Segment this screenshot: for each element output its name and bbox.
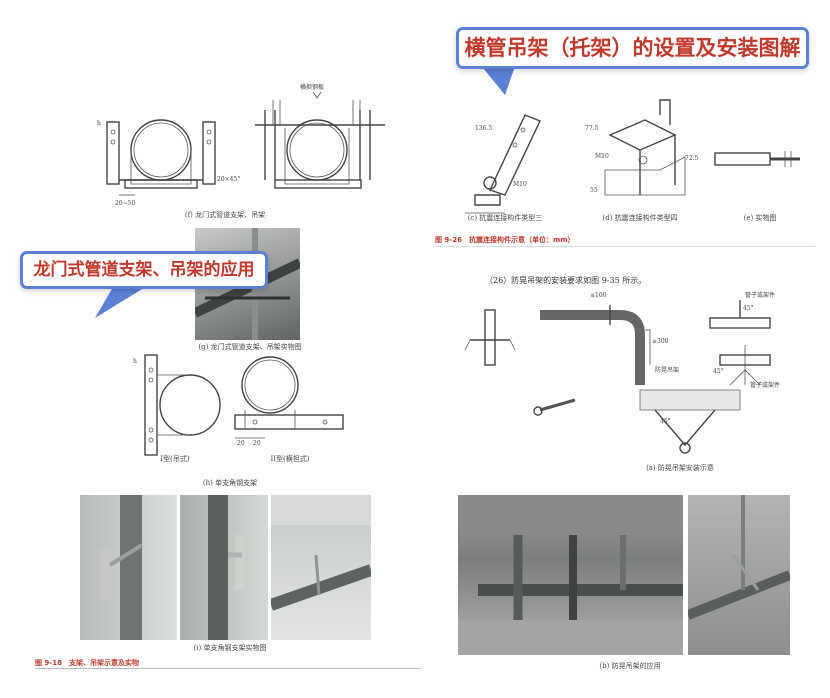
caption-a: (a) 防晃吊架安装示意 xyxy=(646,464,714,472)
sway-brace-diagrams: ≤100 ≥300 防晃吊架 管子或架件 45° 45° 45° 管子或架件 xyxy=(445,290,815,465)
single-bracket-diagram: h 20 20 I型(吊式) II型(横担式) xyxy=(95,350,375,470)
bracket-type2: II型(横担式) xyxy=(270,455,310,463)
bracket-label-h: h xyxy=(133,358,137,365)
cap-c: (c) 抗震连接构件类型三 xyxy=(467,214,543,222)
right-rule xyxy=(435,246,815,247)
sway-angle3: 45° xyxy=(660,418,671,425)
label-h: h xyxy=(97,120,101,127)
right-page: 136.5 M10 77.5 M10 72.5 55 (c) 抗震连接构件类型三… xyxy=(435,85,815,685)
sway-photo-2 xyxy=(688,495,790,655)
dim-c: 72.5 xyxy=(685,155,699,162)
bracket-type1: I型(吊式) xyxy=(160,455,190,463)
sway-photo-1 xyxy=(458,495,683,655)
sway-photo-1-drawing xyxy=(458,495,683,655)
photo-1-drawing xyxy=(100,495,144,640)
label-angle: 20×45° xyxy=(217,176,241,183)
bracket-dim2: 20 xyxy=(253,440,261,447)
cap-e: (e) 实物图 xyxy=(743,214,777,222)
left-figure-title: 图 9-18 支架、吊架示意及实物 xyxy=(35,659,139,667)
seismic-connector-diagrams: 136.5 M10 77.5 M10 72.5 55 (c) 抗震连接构件类型三… xyxy=(445,95,815,225)
bolt-a: M10 xyxy=(513,181,527,188)
gantry-support-diagram: 横担钢板 20×45° 20~50 h xyxy=(95,80,395,220)
left-rule xyxy=(35,668,420,669)
dim-b: 77.5 xyxy=(585,125,599,132)
sway-photo-2-drawing xyxy=(688,495,790,620)
sway-angle2: 45° xyxy=(713,368,724,375)
bracket-photo-2 xyxy=(180,495,268,640)
sway-label-bottom: 管子或架件 xyxy=(750,382,781,389)
left-page: 横担钢板 20×45° 20~50 h (f) 龙门式管道支架、吊架 (g) 龙… xyxy=(35,70,420,670)
caption-i: (i) 单支角钢支架实物图 xyxy=(193,644,267,652)
bracket-photo-3 xyxy=(271,495,371,640)
label-dim: 20~50 xyxy=(115,200,136,207)
caption-h: (h) 单支角钢支架 xyxy=(202,479,258,487)
cap-d: (d) 抗震连接构件类型四 xyxy=(602,214,678,222)
bracket-dim1: 20 xyxy=(237,440,245,447)
sway-dim2: ≥300 xyxy=(652,338,669,345)
dim-d: 55 xyxy=(590,187,598,194)
caption-g: (g) 龙门式管道支架、吊架实物图 xyxy=(198,343,302,351)
bracket-photo-1 xyxy=(80,495,177,640)
caption-b: (b) 防晃吊架的应用 xyxy=(599,662,661,670)
left-callout: 龙门式管道支架、吊架的应用 xyxy=(20,251,268,289)
photo-2-drawing xyxy=(208,495,245,640)
sway-dim: ≤100 xyxy=(590,292,607,299)
bolt-b: M10 xyxy=(595,153,609,160)
label-plate: 横担钢板 xyxy=(300,84,325,91)
dim-a: 136.5 xyxy=(475,125,493,132)
gantry-support-drawing xyxy=(106,91,385,196)
photo-3-drawing xyxy=(271,495,371,611)
sway-note: 防晃吊架 xyxy=(655,367,680,374)
sway-angle1: 45° xyxy=(743,305,754,312)
seismic-connector-drawing xyxy=(465,99,800,214)
sway-brace-drawing xyxy=(464,300,771,454)
sway-label-top: 管子或架件 xyxy=(745,292,776,299)
right-figure-title: 图 9-26 抗震连接构件示意（单位：mm） xyxy=(435,236,575,244)
intro-text: （26）防晃吊架的安装要求如图 9-35 所示。 xyxy=(485,276,647,285)
caption-f: (f) 龙门式管道支架、吊架 xyxy=(184,211,266,219)
right-callout: 横管吊架（托架）的设置及安装图解 xyxy=(456,27,809,69)
single-bracket-drawing xyxy=(144,354,344,456)
